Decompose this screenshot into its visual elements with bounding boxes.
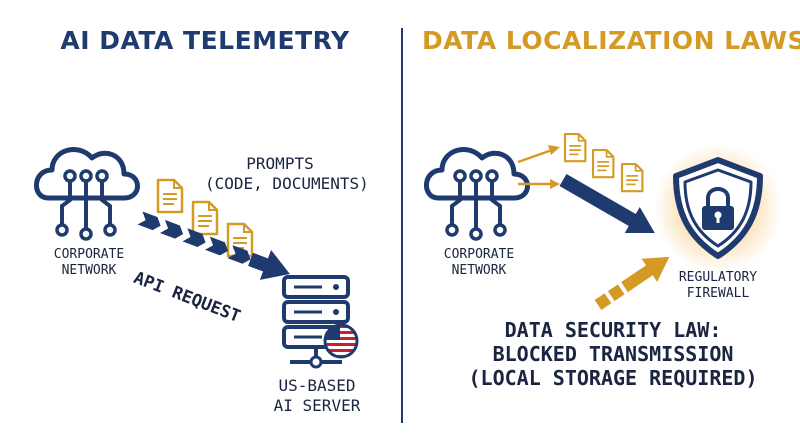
right-document-icon — [620, 162, 644, 193]
us-flag-icon — [323, 323, 359, 359]
left-source-line-2: NETWORK — [61, 263, 117, 278]
local-storage-arrow — [594, 256, 670, 310]
us-server-label: US-BASED AI SERVER — [262, 376, 372, 416]
server-icon — [282, 275, 350, 369]
right-source-line-2: NETWORK — [451, 263, 507, 278]
right-cloud-network-icon — [426, 149, 527, 239]
right-source-line-1: CORPORATE — [443, 247, 515, 262]
prompts-line-1: PROMPTS — [246, 154, 314, 173]
left-document-icon — [156, 178, 184, 214]
right-document-icon — [591, 148, 615, 179]
left-source-line-1: CORPORATE — [53, 247, 125, 262]
right-title: DATA LOCALIZATION LAWS — [422, 26, 800, 55]
firewall-line-1: REGULATORY — [678, 270, 758, 285]
law-line-1: DATA SECURITY LAW: — [504, 318, 722, 342]
firewall-line-2: FIREWALL — [686, 286, 750, 301]
shield-lock-icon — [654, 144, 782, 272]
law-line-3: (LOCAL STORAGE REQUIRED) — [468, 366, 758, 390]
firewall-label: REGULATORY FIREWALL — [663, 270, 773, 302]
left-document-icon — [191, 200, 219, 236]
upload-arrows — [517, 145, 560, 189]
prompts-label: PROMPTS (CODE, DOCUMENTS) — [205, 154, 369, 194]
law-line-2: BLOCKED TRANSMISSION — [492, 342, 734, 366]
blocked-transmission-arrow — [559, 173, 655, 233]
left-cloud-network-icon — [36, 149, 137, 239]
data-security-law-text: DATA SECURITY LAW: BLOCKED TRANSMISSION … — [458, 318, 768, 390]
server-line-2: AI SERVER — [273, 396, 361, 415]
right-corporate-network-label: CORPORATE NETWORK — [424, 247, 534, 279]
divider — [401, 28, 403, 423]
api-request-arrow — [137, 211, 290, 280]
left-title: AI DATA TELEMETRY — [60, 26, 350, 55]
left-corporate-network-label: CORPORATE NETWORK — [34, 247, 144, 279]
right-document-icon — [563, 132, 587, 163]
prompts-line-2: (CODE, DOCUMENTS) — [205, 174, 369, 193]
server-line-1: US-BASED — [278, 376, 356, 395]
